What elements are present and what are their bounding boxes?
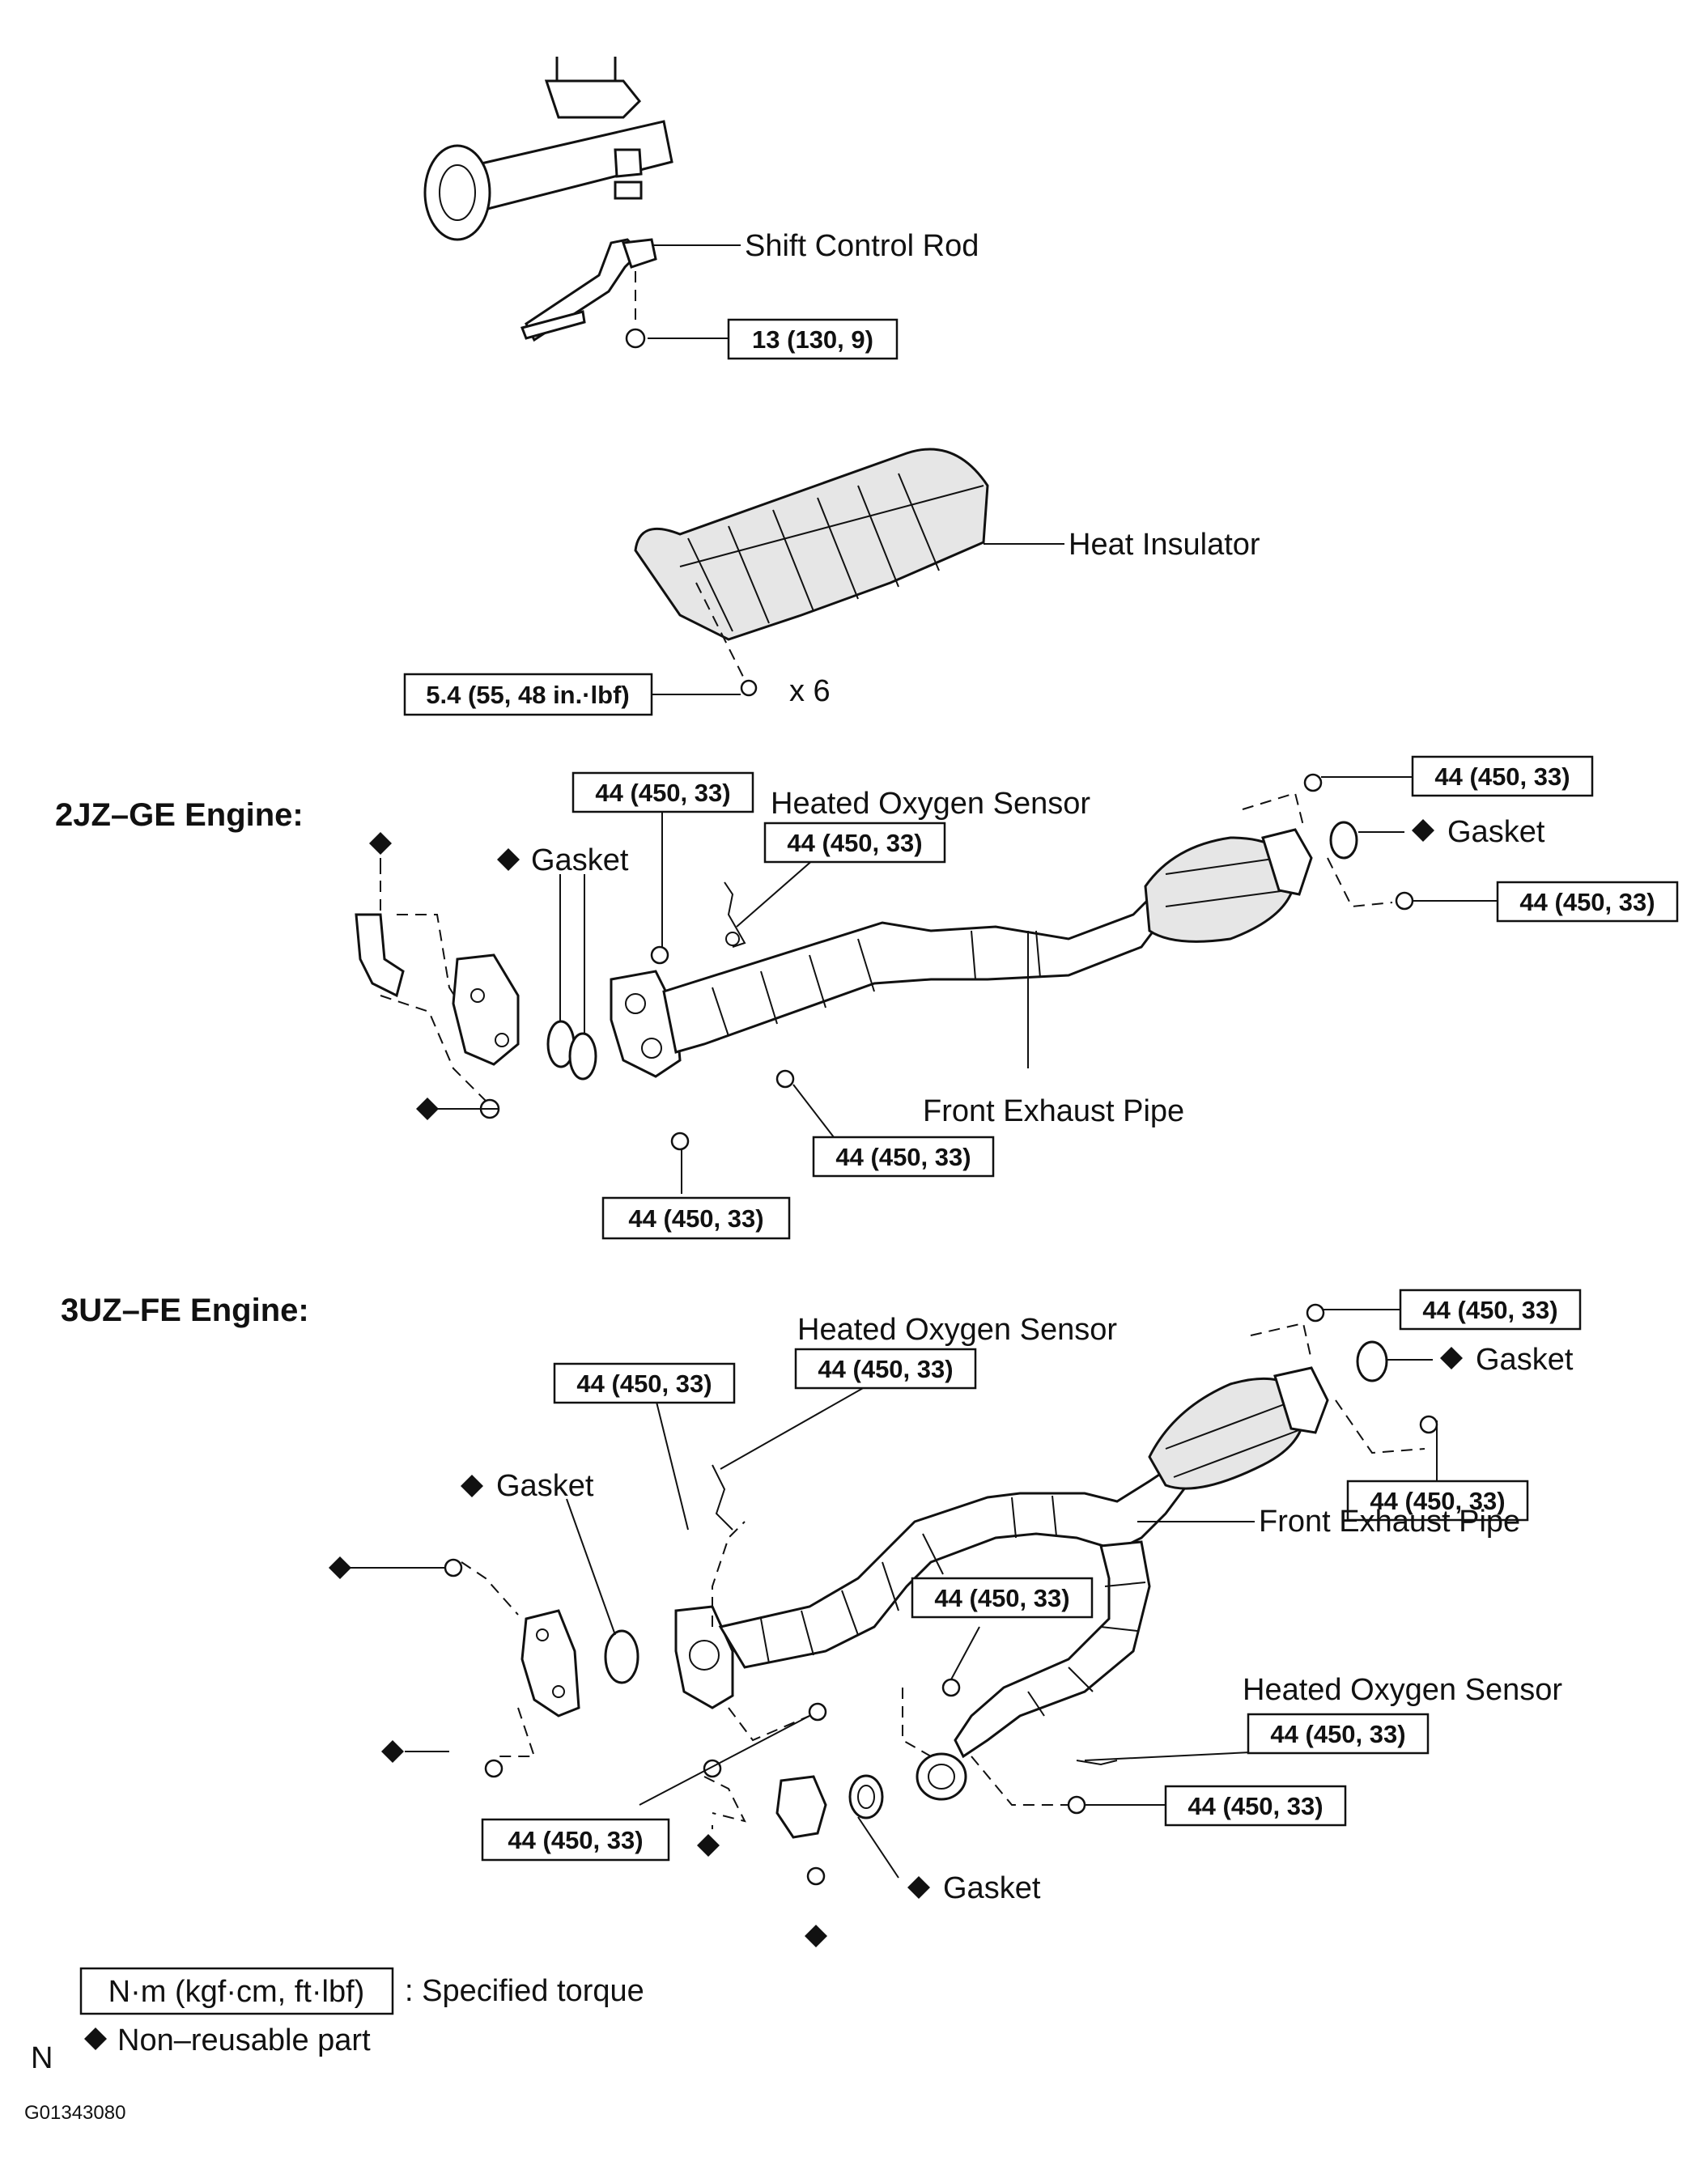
torque-heat-insulator: 5.4 (55, 48 in.·lbf): [426, 681, 630, 709]
label-3uz-gasket-bottom: Gasket: [943, 1871, 1041, 1905]
torque-box-3uz-lower-l: [481, 1818, 670, 1862]
front-exhaust-pipe-2jz: [355, 773, 1414, 1151]
section-title-3uz: 3UZ–FE Engine:: [61, 1293, 309, 1328]
legend-unit-box: [79, 1967, 394, 2015]
label-heat-insulator: Heat Insulator: [1069, 528, 1260, 562]
torque-2jz-c: 44 (450, 33): [628, 1204, 763, 1233]
torque-box-3uz-tr: [1399, 1289, 1582, 1331]
legend-unit: N·m (kgf·cm, ft·lbf): [108, 1975, 365, 2009]
torque-box-3uz-a: [553, 1362, 736, 1404]
label-3uz-front-exhaust-pipe: Front Exhaust Pipe: [1259, 1505, 1520, 1539]
torque-box-3uz-lower-r: [1164, 1785, 1347, 1827]
propeller-shaft-flange: [423, 144, 491, 241]
non-reusable-diamond-icon: [1440, 1347, 1463, 1369]
torque-box-3uz-sensor: [794, 1348, 977, 1390]
non-reusable-diamond-icon: [329, 1556, 351, 1579]
legend: N·m (kgf·cm, ft·lbf) : Specified torque …: [79, 1967, 644, 2057]
torque-box-2jz-a: [571, 771, 754, 813]
non-reusable-diamond-icon: [461, 1475, 483, 1497]
torque-callouts-3uz: 44 (450, 33) 44 (450, 33) 44 (450, 33) 4…: [481, 1289, 1582, 1862]
label-2jz-gasket-right: Gasket: [1447, 815, 1545, 849]
heat-insulator-bolt: [740, 679, 758, 697]
figure-n-mark: N: [31, 2041, 53, 2075]
shift-control-rod-assembly: [423, 57, 741, 349]
torque-2jz-r: 44 (450, 33): [1519, 888, 1655, 916]
torque-3uz-lower-r: 44 (450, 33): [1188, 1792, 1323, 1820]
torque-box-shift-rod: [727, 318, 899, 360]
non-reusable-diamond-icon: [381, 1740, 404, 1763]
label-2jz-heated-oxygen-sensor: Heated Oxygen Sensor: [771, 787, 1090, 821]
torque-box-2jz-c: [601, 1196, 791, 1240]
torque-box-3uz-mid: [911, 1577, 1094, 1619]
label-shift-control-rod: Shift Control Rod: [745, 229, 979, 263]
torque-box-2jz-r: [1496, 881, 1679, 923]
non-reusable-diamond-icon: [805, 1925, 827, 1947]
label-3uz-heated-oxygen-sensor-right: Heated Oxygen Sensor: [1243, 1673, 1562, 1707]
label-3uz-gasket-right: Gasket: [1476, 1343, 1574, 1377]
torque-3uz-a: 44 (450, 33): [576, 1369, 712, 1398]
torque-2jz-a: 44 (450, 33): [595, 779, 730, 807]
heat-insulator-part: [634, 448, 1064, 697]
non-reusable-diamond-icon: [497, 848, 520, 871]
torque-3uz-r: 44 (450, 33): [1370, 1487, 1505, 1515]
non-reusable-diamond-icon: [84, 2027, 107, 2050]
torque-box-2jz-b: [812, 1136, 995, 1178]
torque-box-2jz-tr: [1411, 755, 1594, 797]
torque-box-3uz-r: [1346, 1480, 1529, 1522]
torque-3uz-sensor2: 44 (450, 33): [1270, 1720, 1405, 1748]
non-reusable-diamond-icon: [1412, 819, 1434, 842]
torque-3uz-mid: 44 (450, 33): [934, 1584, 1069, 1612]
torque-box-3uz-sensor2: [1247, 1713, 1430, 1755]
torque-callouts-2jz: 44 (450, 33) 44 (450, 33) 44 (450, 33) 4…: [571, 755, 1679, 1240]
label-2jz-gasket-left: Gasket: [531, 843, 629, 877]
non-reusable-diamond-icon: [697, 1834, 720, 1857]
torque-box-2jz-sensor: [763, 822, 946, 864]
torque-box-heat-insulator: [403, 673, 653, 716]
front-exhaust-pipe-3uz: [444, 1303, 1438, 1886]
section-title-2jz: 2JZ–GE Engine:: [55, 797, 304, 833]
label-3uz-heated-oxygen-sensor-top: Heated Oxygen Sensor: [797, 1313, 1117, 1347]
label-x6: x 6: [789, 674, 831, 708]
label-2jz-front-exhaust-pipe: Front Exhaust Pipe: [923, 1094, 1184, 1128]
torque-3uz-lower-l: 44 (450, 33): [508, 1826, 643, 1854]
label-3uz-gasket-left: Gasket: [496, 1469, 594, 1503]
legend-specified-torque: : Specified torque: [405, 1974, 644, 2008]
torque-3uz-sensor: 44 (450, 33): [818, 1355, 953, 1383]
torque-shift-rod: 13 (130, 9): [752, 325, 873, 354]
non-reusable-diamond-icon: [416, 1098, 439, 1120]
torque-2jz-sensor: 44 (450, 33): [787, 829, 922, 857]
torque-2jz-tr: 44 (450, 33): [1434, 762, 1570, 791]
torque-2jz-b: 44 (450, 33): [835, 1143, 971, 1171]
figure-id: G01343080: [24, 2102, 125, 2124]
legend-non-reusable: Non–reusable part: [117, 2023, 371, 2057]
non-reusable-diamond-icon: [369, 832, 392, 855]
shift-rod-nut: [625, 328, 646, 349]
torque-3uz-tr: 44 (450, 33): [1422, 1296, 1557, 1324]
non-reusable-diamond-icon: [907, 1876, 930, 1899]
